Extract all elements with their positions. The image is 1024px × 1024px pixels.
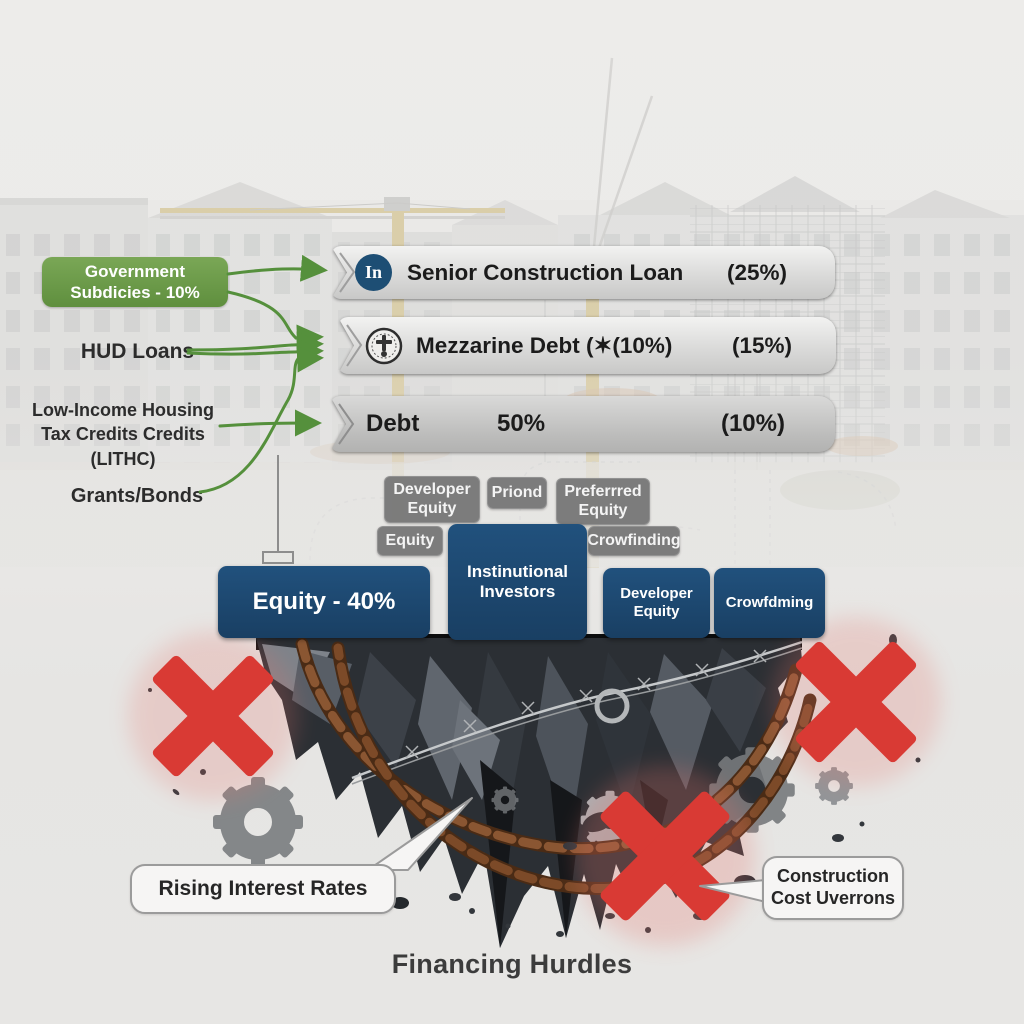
- bar-label: Debt: [366, 410, 420, 437]
- equity-chip: Equity: [377, 526, 443, 556]
- equity-block: Equity - 40%: [218, 566, 430, 638]
- bar-percent: (25%): [726, 259, 787, 285]
- bar-label: Senior Construction Loan: [407, 259, 684, 285]
- red-x-icon: [771, 617, 941, 787]
- bar-debt: Debt 50% (10%): [330, 396, 835, 452]
- bar-mezzanine-debt: Mezzarine Debt (✶(10%) (15%): [338, 317, 836, 374]
- equity-chip: Preferrred Equity: [556, 478, 650, 525]
- bar-share: 50%: [497, 410, 546, 437]
- bank-monogram-icon: In: [355, 254, 392, 291]
- grants-bonds-label: Grants/Bonds: [70, 485, 204, 507]
- official-seal-icon: [365, 327, 403, 365]
- government-subsidies-label: Government Subdicies - 10%: [42, 257, 228, 307]
- bar-notch-icon: [339, 252, 356, 293]
- bar-senior-construction-loan: In Senior Construction Loan (25%): [331, 246, 835, 299]
- label-line: Subdicies - 10%: [70, 283, 200, 302]
- hud-loans-label: HUD Loans: [80, 340, 195, 363]
- label-line: Government: [84, 261, 186, 281]
- page-title: Financing Hurdles: [391, 949, 633, 979]
- red-x-icon: [128, 631, 298, 801]
- equity-chip: Developer Equity: [384, 476, 480, 523]
- equity-chip: Crowfinding: [587, 526, 681, 556]
- rising-interest-rates-callout: Rising Interest Rates: [130, 864, 396, 914]
- bar-percent: (10%): [720, 410, 785, 437]
- equity-block: Instinutional Investors: [448, 524, 587, 640]
- bar-notch-icon: [338, 403, 355, 445]
- bar-notch-icon: [346, 324, 363, 367]
- construction-cost-overruns-callout: Construction Cost Uverrons: [762, 856, 904, 920]
- barbed-wire: [351, 640, 803, 785]
- equity-chip: Priond: [487, 477, 547, 509]
- equity-block: Developer Equity: [603, 568, 710, 638]
- bar-label: Mezzarine Debt (✶(10%): [416, 332, 673, 358]
- equity-block: Crowfdming: [714, 568, 825, 638]
- lihtc-label: Low-Income Housing Tax Credits Credits (…: [32, 400, 214, 469]
- bar-percent: (15%): [731, 332, 792, 358]
- red-x-icon: [575, 766, 755, 946]
